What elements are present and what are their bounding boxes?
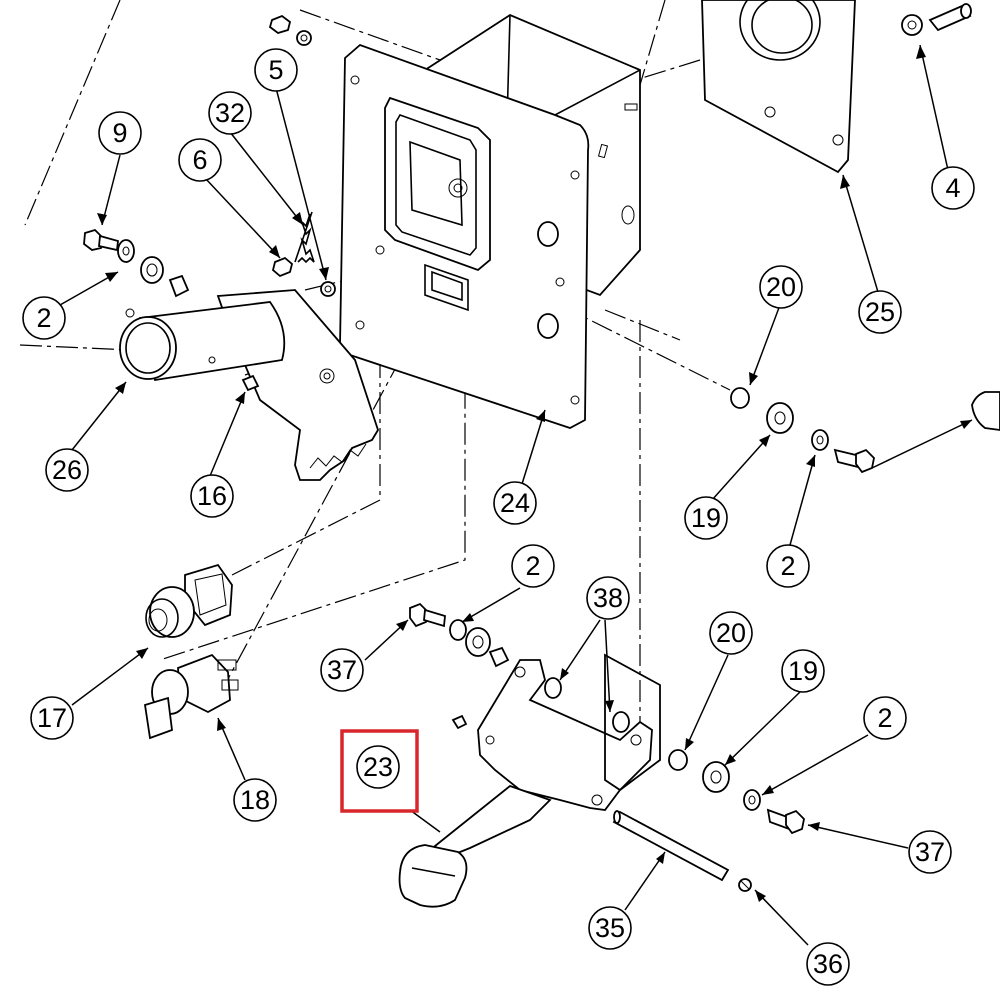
callout-19: 19	[781, 649, 825, 693]
hardware-right-lower	[668, 749, 805, 835]
callout-37: 37	[908, 830, 952, 874]
callout-32: 32	[208, 91, 252, 135]
svg-text:36: 36	[813, 949, 843, 979]
part-4-stud	[901, 3, 972, 36]
svg-text:5: 5	[268, 55, 283, 85]
callout-23: 23	[356, 745, 400, 789]
callout-20: 20	[709, 611, 753, 655]
svg-text:35: 35	[595, 913, 625, 943]
part-5-nut	[320, 281, 336, 297]
callout-24: 24	[493, 481, 537, 525]
callout-2: 2	[766, 544, 810, 588]
svg-text:18: 18	[240, 785, 270, 815]
svg-text:38: 38	[593, 583, 623, 613]
callout-38: 38	[586, 576, 630, 620]
callout-25: 25	[858, 290, 902, 334]
callout-20: 20	[759, 265, 803, 309]
callout-37: 37	[320, 648, 364, 692]
top-nut-washer	[268, 14, 312, 46]
callout-36: 36	[806, 942, 850, 986]
callout-17: 17	[30, 696, 74, 740]
svg-text:19: 19	[788, 656, 818, 686]
svg-text:23: 23	[363, 752, 393, 782]
callout-9: 9	[98, 111, 142, 155]
part-9-bolt	[83, 228, 119, 252]
svg-text:17: 17	[37, 703, 67, 733]
svg-text:2: 2	[877, 703, 892, 733]
svg-text:19: 19	[691, 503, 721, 533]
hardware-right-upper	[730, 387, 1000, 474]
callout-26: 26	[45, 448, 89, 492]
part-16-set-screw	[241, 374, 260, 392]
part-18-key-switch	[143, 653, 239, 740]
svg-text:2: 2	[525, 551, 540, 581]
callout-5: 5	[254, 48, 298, 92]
highlight-box-23	[340, 729, 419, 813]
part-2-washer-left	[117, 239, 190, 298]
callout-18: 18	[233, 778, 277, 822]
callout-2: 2	[511, 544, 555, 588]
callout-2: 2	[863, 696, 907, 740]
svg-text:20: 20	[766, 272, 796, 302]
svg-text:37: 37	[915, 837, 945, 867]
part-17-push-button	[145, 563, 233, 638]
callout-16: 16	[190, 474, 234, 518]
callout-19: 19	[684, 496, 728, 540]
part-6-nut	[271, 256, 294, 278]
part-35-pin	[612, 810, 730, 882]
part-36-screw	[738, 878, 752, 892]
svg-text:9: 9	[112, 118, 127, 148]
svg-text:25: 25	[865, 297, 895, 327]
svg-text:26: 26	[52, 455, 82, 485]
svg-text:20: 20	[716, 618, 746, 648]
svg-text:4: 4	[945, 173, 960, 203]
callout-35: 35	[588, 906, 632, 950]
svg-text:6: 6	[192, 145, 207, 175]
callouts: 9 32 5 6 4 2 25 20 26 16 24 19 2 2 38 20…	[22, 48, 975, 986]
svg-text:16: 16	[197, 481, 227, 511]
svg-text:24: 24	[500, 488, 530, 518]
part-23-pedal	[398, 653, 661, 908]
svg-text:2: 2	[780, 551, 795, 581]
callout-4: 4	[931, 166, 975, 210]
svg-text:37: 37	[327, 655, 357, 685]
callout-6: 6	[178, 138, 222, 182]
callout-2: 2	[22, 296, 66, 340]
hardware-left-lower	[409, 602, 630, 733]
part-24-housing	[339, 13, 641, 429]
leader-lines	[59, 44, 973, 946]
part-26-tube-bracket	[119, 289, 379, 481]
svg-text:32: 32	[215, 98, 245, 128]
svg-text:2: 2	[36, 303, 51, 333]
part-25-rear-plate	[701, 0, 856, 174]
